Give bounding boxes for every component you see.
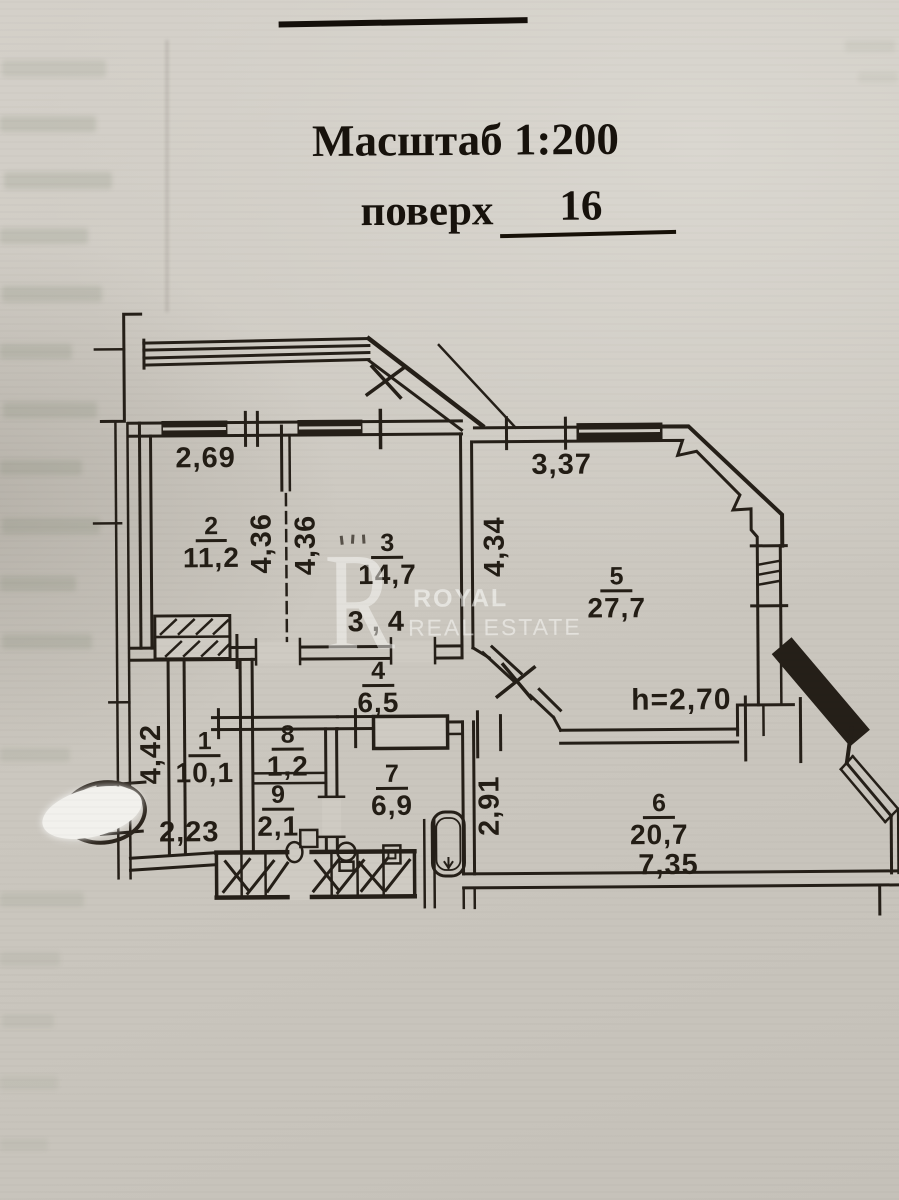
dim-room1-width: 2,23 bbox=[158, 816, 220, 849]
bleed-through-row bbox=[2, 518, 100, 534]
dim-room5-depth: 4,34 bbox=[478, 516, 511, 578]
dim-room5-window-width: 3,37 bbox=[531, 448, 593, 481]
dim-room1-depth: 4,42 bbox=[135, 723, 168, 785]
toilet bbox=[285, 828, 319, 864]
room-1-area: 10,1 bbox=[175, 757, 235, 789]
bleed-through-row bbox=[0, 576, 76, 591]
bathtub bbox=[430, 810, 466, 878]
balcony-walls bbox=[99, 312, 518, 433]
bleed-through-row bbox=[2, 60, 106, 77]
dim-room3-depth: 4,36 bbox=[289, 514, 322, 576]
appliance-box bbox=[382, 844, 402, 865]
dim-balcony-width: 2,69 bbox=[175, 441, 236, 475]
bleed-through-row bbox=[845, 40, 895, 52]
room-2-number: 2 bbox=[195, 512, 228, 543]
room-5-label: 5 27,7 bbox=[587, 562, 647, 624]
bleed-through-row bbox=[2, 286, 102, 302]
bleed-through-row bbox=[0, 1138, 48, 1151]
bleed-through-row bbox=[0, 344, 72, 359]
dim-room2-depth: 4,36 bbox=[245, 512, 278, 574]
bleed-through-row bbox=[2, 1014, 54, 1028]
room-8-label: 8 1,2 bbox=[267, 721, 309, 782]
room-5-area: 27,7 bbox=[587, 592, 647, 624]
bottom-shaft-hatched bbox=[214, 848, 417, 901]
room-1-number: 1 bbox=[188, 727, 221, 758]
sink bbox=[336, 841, 357, 873]
room-6-number: 6 bbox=[643, 789, 676, 820]
bleed-through-row bbox=[858, 72, 898, 83]
room-7-area: 6,9 bbox=[371, 789, 414, 822]
bleed-through-row bbox=[2, 634, 92, 649]
paper-crease bbox=[166, 40, 168, 312]
bleed-through-row bbox=[0, 228, 88, 244]
bleed-through-row bbox=[0, 952, 60, 966]
room-6-area: 20,7 bbox=[629, 819, 689, 851]
room-2-label: 2 11,2 bbox=[182, 512, 240, 574]
room-8-area: 1,2 bbox=[266, 750, 309, 783]
bleed-through-row bbox=[0, 460, 82, 475]
room-5-number: 5 bbox=[600, 562, 633, 593]
entry-door-diagonal bbox=[470, 644, 563, 733]
room-9-area: 2,1 bbox=[257, 810, 300, 843]
watermark-letter: R bbox=[324, 524, 396, 680]
room-9-number: 9 bbox=[261, 781, 295, 812]
bleed-through-row bbox=[0, 892, 84, 907]
room-6-label: 6 20,7 bbox=[629, 789, 689, 851]
dim-hall-depth: 2,91 bbox=[473, 775, 506, 837]
room-7-number: 7 bbox=[375, 760, 408, 791]
watermark-brand-line1: ROYAL bbox=[412, 584, 509, 613]
windows bbox=[161, 408, 899, 824]
dim-ceiling-height: h=2,70 bbox=[631, 683, 732, 717]
bleed-through-row bbox=[3, 402, 97, 418]
room-8-number: 8 bbox=[271, 721, 304, 751]
bleed-through-row bbox=[0, 1076, 58, 1090]
room-1-label: 1 10,1 bbox=[175, 727, 235, 789]
bleed-through-row bbox=[0, 748, 70, 762]
bay-corner-walls bbox=[735, 604, 870, 766]
room-9-label: 9 2,1 bbox=[257, 781, 300, 843]
vent-shaft-hatched bbox=[153, 614, 232, 661]
room-2-area: 11,2 bbox=[182, 542, 240, 574]
watermark-brand-line2: REAL ESTATE bbox=[407, 613, 582, 641]
bleed-through-row bbox=[0, 116, 96, 132]
room-4-area: 6,5 bbox=[357, 687, 400, 719]
room-7-label: 7 6,9 bbox=[371, 760, 414, 822]
dim-room6-width: 7,35 bbox=[638, 848, 699, 882]
bleed-through-row bbox=[4, 172, 112, 189]
